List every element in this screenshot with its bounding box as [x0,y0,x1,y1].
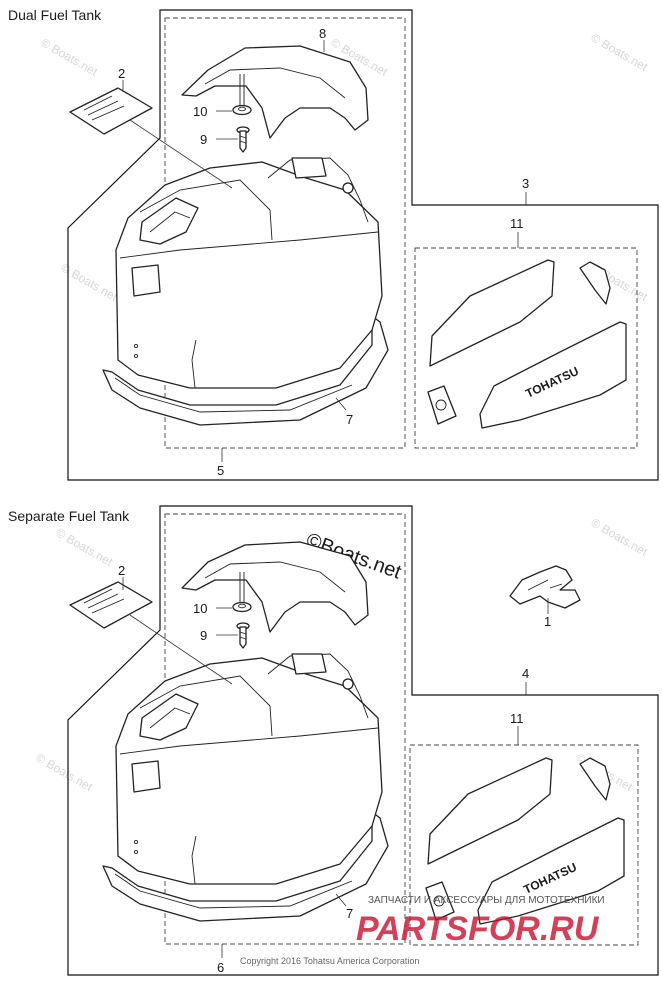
screw-part [236,622,250,649]
callout-2: 2 [118,66,125,81]
separate-fuel-tank-section: Separate Fuel Tank ©Boats.net [8,505,659,976]
callout-7: 7 [346,906,353,921]
callout-10: 10 [193,104,207,119]
leader-2 [122,80,233,189]
callout-9: 9 [200,628,207,643]
decal-set-part: TOHATSU [425,757,625,925]
assembly-frame [67,505,659,976]
label-sheet-part [69,581,153,629]
callout-11: 11 [510,711,524,726]
copyright-text: Copyright 2016 Tohatsu America Corporati… [240,956,419,966]
callout-5: 5 [217,463,224,478]
engine-cover-part [102,653,389,922]
callout-2: 2 [118,563,125,578]
top-plate-part [181,45,369,139]
callout-4: 4 [522,666,529,681]
leader-2 [122,577,233,685]
screw-part [236,126,250,153]
watermark-boats: © Boats.net [34,750,96,794]
callout-3: 3 [522,176,529,191]
graphic-decal-part [509,565,581,609]
section-title-dual: Dual Fuel Tank [8,7,102,23]
assembly-frame [67,9,659,481]
decal-group-box [409,744,639,946]
washer-part [232,572,252,613]
top-plate-part [181,541,369,633]
callout-6: 6 [217,960,224,975]
watermark-boats: © Boats.net [589,30,651,74]
dual-fuel-tank-section: Dual Fuel Tank [8,7,659,481]
callout-10: 10 [193,601,207,616]
section-title-separate: Separate Fuel Tank [8,508,130,524]
partsfor-caption: ЗАПЧАСТИ И АКСЕССУАРЫ ДЛЯ МОТОТЕХНИКИ [368,895,605,906]
leader-7 [335,397,347,411]
decal-group-box [414,247,638,449]
washer-part [232,74,252,116]
callout-11: 11 [510,216,524,231]
watermark-boats: © Boats.net [54,525,116,569]
watermark-boats: © Boats.net [589,515,651,559]
partsfor-watermark: ЗАПЧАСТИ И АКСЕССУАРЫ ДЛЯ МОТОТЕХНИКИ PA… [356,895,605,948]
decal-set-part: TOHATSU [427,259,627,429]
watermark-boats: © Boats.net [39,35,101,79]
tohatsu-emblem-icon [425,881,455,921]
callout-9: 9 [200,132,207,147]
tohatsu-emblem-icon [427,385,457,425]
partsfor-logo: PARTSFOR.RU [356,910,600,948]
watermark-layer: © Boats.net © Boats.net © Boats.net © Bo… [34,30,651,794]
label-sheet-part [69,87,153,135]
callout-1: 1 [544,614,551,629]
leader-7 [335,893,347,907]
engine-cover-part [102,157,389,426]
callout-7: 7 [346,412,353,427]
callout-8: 8 [319,26,326,41]
